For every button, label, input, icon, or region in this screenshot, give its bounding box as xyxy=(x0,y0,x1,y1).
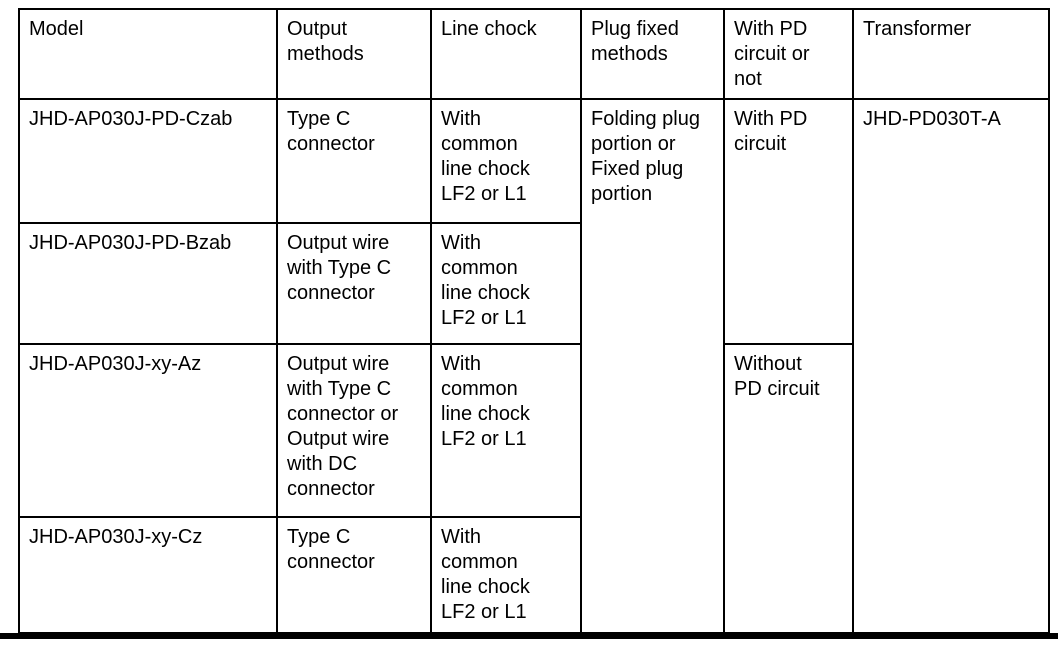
table-row: JHD-AP030J-xy-Az Output wire with Type C… xyxy=(18,343,1049,634)
col-header-model: Model xyxy=(18,8,278,100)
col-header-output-methods: Output methods xyxy=(276,8,432,100)
cell-output-1: Type C connector xyxy=(276,98,432,224)
cell-output-2: Output wire with Type C connector xyxy=(276,222,432,345)
cell-line-chock-3: With common line chock LF2 or L1 xyxy=(430,343,582,518)
cell-model-4: JHD-AP030J-xy-Cz xyxy=(18,516,278,634)
page-bottom-rule xyxy=(0,633,1058,639)
col-header-pd-circuit: With PD circuit or not xyxy=(723,8,854,100)
table-row: JHD-AP030J-PD-Bzab Output wire with Type… xyxy=(18,222,1049,345)
table-row: JHD-AP030J-xy-Cz Type C connector With c… xyxy=(18,516,1049,634)
cell-line-chock-2: With common line chock LF2 or L1 xyxy=(430,222,582,345)
cell-output-3: Output wire with Type C connector or Out… xyxy=(276,343,432,518)
cell-with-pd-circuit: With PD circuit xyxy=(723,98,854,345)
col-header-line-chock: Line chock xyxy=(430,8,582,100)
cell-line-chock-1: With common line chock LF2 or L1 xyxy=(430,98,582,224)
col-header-transformer: Transformer xyxy=(852,8,1050,100)
cell-line-chock-4: With common line chock LF2 or L1 xyxy=(430,516,582,634)
cell-output-4: Type C connector xyxy=(276,516,432,634)
cell-model-3: JHD-AP030J-xy-Az xyxy=(18,343,278,518)
cell-model-1: JHD-AP030J-PD-Czab xyxy=(18,98,278,224)
product-spec-table: Model Output methods Line chock Plug fix… xyxy=(18,8,1050,634)
cell-plug-fixed-methods: Folding plug portion or Fixed plug porti… xyxy=(580,98,725,634)
cell-transformer: JHD-PD030T-A xyxy=(852,98,1050,634)
header-row: Model Output methods Line chock Plug fix… xyxy=(18,8,1050,100)
cell-model-2: JHD-AP030J-PD-Bzab xyxy=(18,222,278,345)
col-header-plug-fixed-methods: Plug fixed methods xyxy=(580,8,725,100)
table-row: JHD-AP030J-PD-Czab Type C connector With… xyxy=(18,98,1050,634)
cell-without-pd-circuit: Without PD circuit xyxy=(723,343,854,634)
